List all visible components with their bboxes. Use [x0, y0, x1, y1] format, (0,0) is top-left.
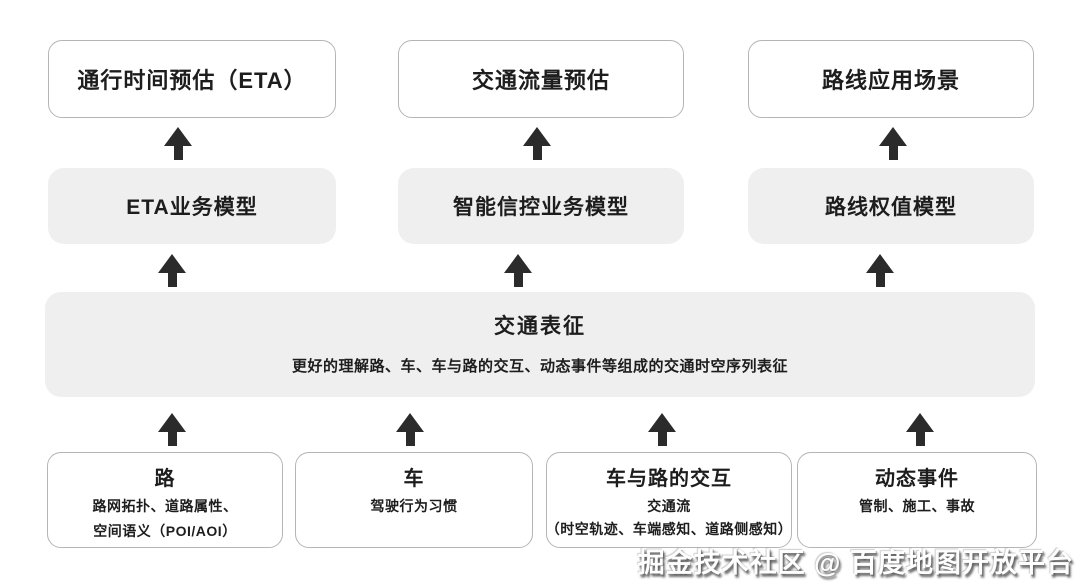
app-box-eta-prediction-label: 通行时间预估（ETA） — [77, 68, 307, 93]
input-box-dynamic-events-title: 动态事件 — [875, 468, 959, 490]
traffic-representation-title: 交通表征 — [494, 315, 586, 338]
app-box-traffic-flow-prediction-label: 交通流量预估 — [471, 68, 610, 93]
input-box-vehicle-road-interaction-line1: 交通流 — [647, 498, 691, 514]
input-box-road-title: 路 — [154, 468, 176, 490]
model-box-route-weight: 路线权值模型 — [748, 168, 1034, 244]
watermark: 掘金技术社区 @ 百度地图开放平台 — [637, 548, 1074, 578]
up-arrow-icon — [906, 413, 934, 446]
traffic-representation-box: 交通表征 更好的理解路、车、车与路的交互、动态事件等组成的交通时空序列表征 — [45, 292, 1035, 397]
up-arrow-icon — [158, 413, 186, 446]
up-arrow-icon — [504, 254, 532, 287]
model-box-route-weight-label: 路线权值模型 — [825, 196, 957, 219]
model-box-eta-label: ETA业务模型 — [126, 196, 258, 219]
input-box-vehicle: 车 驾驶行为习惯 — [295, 452, 533, 548]
up-arrow-icon — [879, 127, 907, 160]
model-box-signal-control: 智能信控业务模型 — [398, 168, 684, 244]
app-box-eta-prediction: 通行时间预估（ETA） — [48, 40, 336, 118]
input-box-vehicle-road-interaction-line2: （时空轨迹、车端感知、道路侧感知） — [545, 521, 793, 537]
input-box-road-line1: 路网拓扑、道路属性、 — [92, 498, 238, 514]
up-arrow-icon — [164, 127, 192, 160]
up-arrow-icon — [866, 254, 894, 287]
up-arrow-icon — [523, 127, 551, 160]
app-box-traffic-flow-prediction: 交通流量预估 — [398, 40, 684, 118]
model-box-eta: ETA业务模型 — [48, 168, 336, 244]
input-box-road: 路 路网拓扑、道路属性、 空间语义（POI/AOI） — [47, 452, 283, 548]
traffic-representation-subtitle: 更好的理解路、车、车与路的交互、动态事件等组成的交通时空序列表征 — [291, 358, 788, 375]
input-box-road-line2: 空间语义（POI/AOI） — [93, 523, 237, 539]
up-arrow-icon — [396, 413, 424, 446]
app-box-route-application-label: 路线应用场景 — [821, 68, 960, 93]
input-box-vehicle-title: 车 — [403, 468, 425, 490]
up-arrow-icon — [158, 254, 186, 287]
app-box-route-application: 路线应用场景 — [748, 40, 1034, 118]
model-box-signal-control-label: 智能信控业务模型 — [453, 196, 629, 219]
input-box-vehicle-line1: 驾驶行为习惯 — [370, 498, 458, 514]
input-box-dynamic-events-line1: 管制、施工、事故 — [859, 498, 975, 514]
up-arrow-icon — [648, 413, 676, 446]
input-box-vehicle-road-interaction: 车与路的交互 交通流 （时空轨迹、车端感知、道路侧感知） — [546, 452, 792, 548]
input-box-vehicle-road-interaction-title: 车与路的交互 — [606, 468, 732, 490]
input-box-dynamic-events: 动态事件 管制、施工、事故 — [797, 452, 1037, 548]
